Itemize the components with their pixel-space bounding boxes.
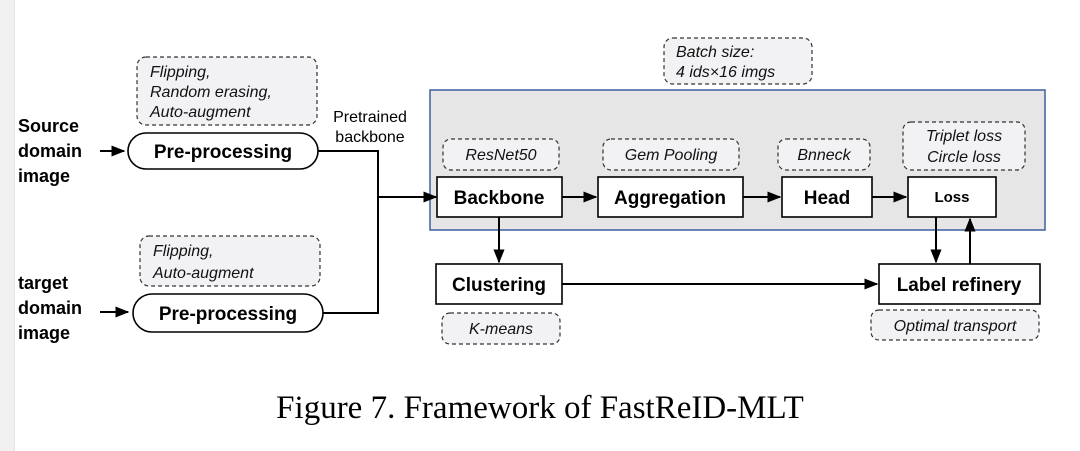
target-to-backbone-connector bbox=[323, 197, 379, 314]
k-means-note: K-means bbox=[441, 312, 561, 345]
svg-text:Random erasing,: Random erasing, bbox=[150, 84, 272, 101]
svg-text:Flipping,: Flipping, bbox=[150, 64, 210, 81]
svg-text:Backbone: Backbone bbox=[454, 188, 545, 209]
svg-text:domain: domain bbox=[18, 298, 82, 318]
target-image-label: target domain image bbox=[18, 273, 82, 343]
clustering-block: Clustering bbox=[435, 263, 563, 305]
svg-text:4 ids×16 imgs: 4 ids×16 imgs bbox=[676, 64, 775, 81]
svg-text:Label refinery: Label refinery bbox=[897, 275, 1022, 296]
svg-text:target: target bbox=[18, 273, 68, 293]
svg-text:K-means: K-means bbox=[469, 321, 533, 338]
optimal-transport-note: Optimal transport bbox=[870, 309, 1040, 341]
svg-text:image: image bbox=[18, 166, 70, 186]
source-augmentation-note: Flipping, Random erasing, Auto-augment bbox=[136, 56, 318, 126]
resnet50-note: ResNet50 bbox=[442, 138, 560, 171]
head-block: Head bbox=[781, 176, 873, 218]
pretrained-backbone-label: Pretrained backbone bbox=[333, 109, 407, 146]
target-preprocessing-block: Pre-processing bbox=[132, 293, 324, 333]
source-image-label: Source domain image bbox=[18, 116, 82, 186]
label-refinery-block: Label refinery bbox=[878, 263, 1041, 305]
svg-text:Clustering: Clustering bbox=[452, 275, 546, 296]
svg-text:Loss: Loss bbox=[934, 189, 969, 206]
svg-text:image: image bbox=[18, 323, 70, 343]
svg-text:backbone: backbone bbox=[335, 129, 404, 146]
svg-text:ResNet50: ResNet50 bbox=[465, 147, 536, 164]
batch-size-note: Batch size: 4 ids×16 imgs bbox=[663, 37, 813, 85]
svg-text:Triplet loss: Triplet loss bbox=[926, 128, 1002, 145]
bnneck-note: Bnneck bbox=[777, 138, 871, 171]
page-margin-strip bbox=[0, 0, 15, 451]
svg-text:Circle loss: Circle loss bbox=[927, 149, 1001, 166]
svg-text:Source: Source bbox=[18, 116, 79, 136]
loss-functions-note: Triplet loss Circle loss bbox=[902, 121, 1026, 171]
svg-text:Gem Pooling: Gem Pooling bbox=[625, 147, 718, 164]
source-to-backbone-connector bbox=[318, 150, 379, 197]
svg-text:Flipping,: Flipping, bbox=[153, 243, 213, 260]
svg-text:Batch size:: Batch size: bbox=[676, 44, 754, 61]
svg-text:domain: domain bbox=[18, 141, 82, 161]
svg-text:Auto-augment: Auto-augment bbox=[149, 104, 251, 121]
loss-block: Loss bbox=[907, 176, 997, 218]
aggregation-block: Aggregation bbox=[597, 176, 744, 218]
figure-caption: Figure 7. Framework of FastReID-MLT bbox=[276, 390, 804, 426]
svg-text:Bnneck: Bnneck bbox=[797, 147, 851, 164]
svg-text:Auto-augment: Auto-augment bbox=[152, 265, 254, 282]
svg-text:Optimal transport: Optimal transport bbox=[894, 318, 1017, 335]
backbone-block: Backbone bbox=[436, 176, 563, 218]
svg-text:Aggregation: Aggregation bbox=[614, 188, 726, 209]
target-augmentation-note: Flipping, Auto-augment bbox=[139, 235, 321, 287]
svg-text:Head: Head bbox=[804, 188, 850, 209]
svg-text:Pre-processing: Pre-processing bbox=[154, 142, 292, 163]
svg-text:Pretrained: Pretrained bbox=[333, 109, 407, 126]
source-preprocessing-block: Pre-processing bbox=[127, 132, 319, 170]
gem-pooling-note: Gem Pooling bbox=[602, 138, 740, 171]
svg-text:Pre-processing: Pre-processing bbox=[159, 304, 297, 325]
